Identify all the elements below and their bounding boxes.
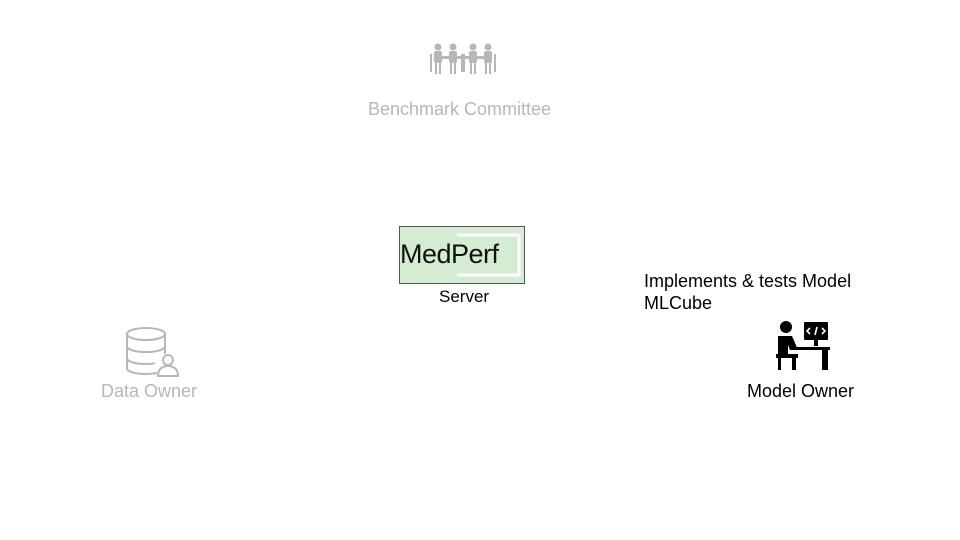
benchmark-committee-label: Benchmark Committee bbox=[368, 99, 552, 119]
model-owner-action-text: Implements & tests Model MLCube bbox=[644, 270, 884, 314]
model-owner-action-line2: MLCube bbox=[644, 293, 713, 313]
medperf-logo: MedPerf bbox=[399, 226, 525, 284]
data-owner-label: Data Owner bbox=[101, 381, 198, 401]
server-label: Server bbox=[439, 287, 490, 306]
benchmark-committee-icon bbox=[428, 42, 498, 76]
database-user-icon bbox=[124, 326, 180, 378]
logo-bracket-icon bbox=[457, 233, 521, 277]
model-owner-action-line1: Implements & tests Model bbox=[644, 271, 852, 291]
medperf-logo-text: MedPerf bbox=[400, 239, 499, 269]
model-owner-label: Model Owner bbox=[747, 381, 855, 401]
developer-at-computer-icon bbox=[774, 320, 830, 372]
